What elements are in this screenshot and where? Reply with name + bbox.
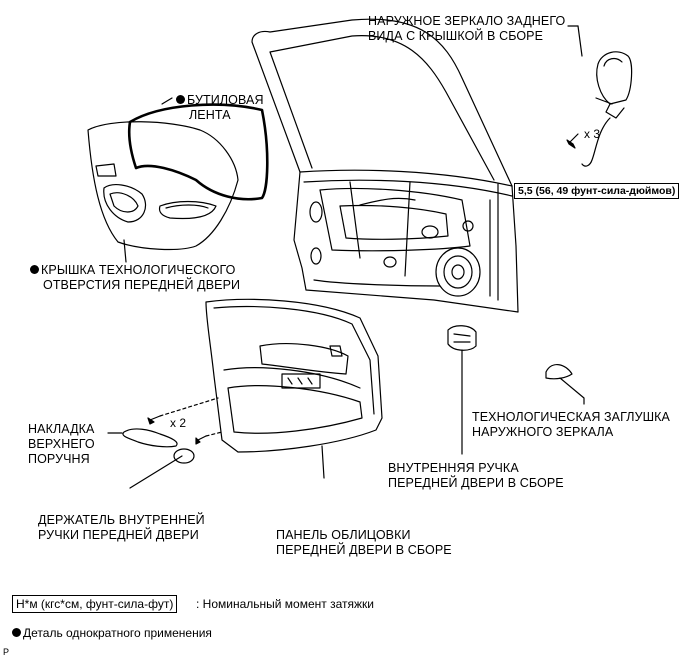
label-line: ЛЕНТА (189, 108, 231, 122)
label-line: ТЕХНОЛОГИЧЕСКАЯ ЗАГЛУШКА (472, 410, 670, 424)
label-line: НАКЛАДКА (28, 422, 95, 436)
mirror-bolt (566, 133, 579, 149)
door-trim-panel (205, 298, 383, 479)
single-use-dot-icon (30, 265, 39, 274)
inner-handle-bezel (129, 448, 195, 489)
label-line: КРЫШКА ТЕХНОЛОГИЧЕСКОГО (41, 263, 236, 277)
single-use-dot-icon (176, 95, 185, 104)
legend-torque-units: Н*м (кгс*см, фунт-сила-фут) (12, 595, 178, 613)
label-service-hole-cover: КРЫШКА ТЕХНОЛОГИЧЕСКОГО ОТВЕРСТИЯ ПЕРЕДН… (30, 263, 240, 293)
screw-dashed-lines (159, 397, 219, 417)
butyl-tape (127, 103, 269, 201)
label-line: ПАНЕЛЬ ОБЛИЦОВКИ (276, 528, 411, 542)
label-line: ДЕРЖАТЕЛЬ ВНУТРЕННЕЙ (38, 513, 205, 527)
single-use-dot-icon (12, 628, 21, 637)
mirror-bolt-count: x 3 (584, 127, 601, 141)
label-line: ВИДА С КРЫШКОЙ В СБОРЕ (368, 29, 544, 43)
legend-single-use: Деталь однократного применения (12, 626, 212, 640)
label-line: РУЧКИ ПЕРЕДНЕЙ ДВЕРИ (38, 528, 199, 542)
armrest-screw-count: x 2 (170, 416, 187, 430)
mirror-service-plug (545, 364, 585, 405)
corner-mark: P (3, 647, 10, 657)
label-upper-armrest: НАКЛАДКА ВЕРХНЕГО ПОРУЧНЯ (28, 422, 95, 467)
label-line: ВНУТРЕННЯЯ РУЧКА (388, 461, 519, 475)
legend-torque-description: : Номинальный момент затяжки (196, 597, 374, 611)
label-line: ОТВЕРСТИЯ ПЕРЕДНЕЙ ДВЕРИ (43, 278, 241, 292)
label-line: ВЕРХНЕГО (28, 437, 95, 451)
legend-single-use-text: Деталь однократного применения (23, 626, 212, 640)
label-line: ПЕРЕДНЕЙ ДВЕРИ В СБОРЕ (276, 543, 452, 557)
outer-mirror (581, 51, 633, 167)
service-hole-cover (87, 121, 239, 263)
label-butyl-tape: БУТИЛОВАЯ ЛЕНТА (176, 93, 264, 123)
label-inner-handle-bezel: ДЕРЖАТЕЛЬ ВНУТРЕННЕЙ РУЧКИ ПЕРЕДНЕЙ ДВЕР… (38, 513, 205, 543)
label-door-trim-panel: ПАНЕЛЬ ОБЛИЦОВКИ ПЕРЕДНЕЙ ДВЕРИ В СБОРЕ (276, 528, 452, 558)
label-line: БУТИЛОВАЯ (187, 93, 264, 107)
torque-spec-box: 5,5 (56, 49 фунт-сила-дюймов) (514, 183, 680, 199)
upper-armrest-cover (107, 428, 178, 448)
armrest-screws (147, 415, 207, 445)
label-line: ПОРУЧНЯ (28, 452, 90, 466)
butyl-tape-leader (161, 97, 173, 105)
label-line: ПЕРЕДНЕЙ ДВЕРИ В СБОРЕ (388, 476, 564, 490)
label-inner-door-handle: ВНУТРЕННЯЯ РУЧКА ПЕРЕДНЕЙ ДВЕРИ В СБОРЕ (388, 461, 564, 491)
label-mirror-plug: ТЕХНОЛОГИЧЕСКАЯ ЗАГЛУШКА НАРУЖНОГО ЗЕРКА… (472, 410, 670, 440)
front-door-frame (251, 18, 519, 313)
inner-door-handle (447, 325, 477, 455)
label-line: НАРУЖНОЕ ЗЕРКАЛО ЗАДНЕГО (368, 14, 566, 28)
label-outer-mirror: НАРУЖНОЕ ЗЕРКАЛО ЗАДНЕГО ВИДА С КРЫШКОЙ … (368, 14, 565, 44)
label-line: НАРУЖНОГО ЗЕРКАЛА (472, 425, 614, 439)
